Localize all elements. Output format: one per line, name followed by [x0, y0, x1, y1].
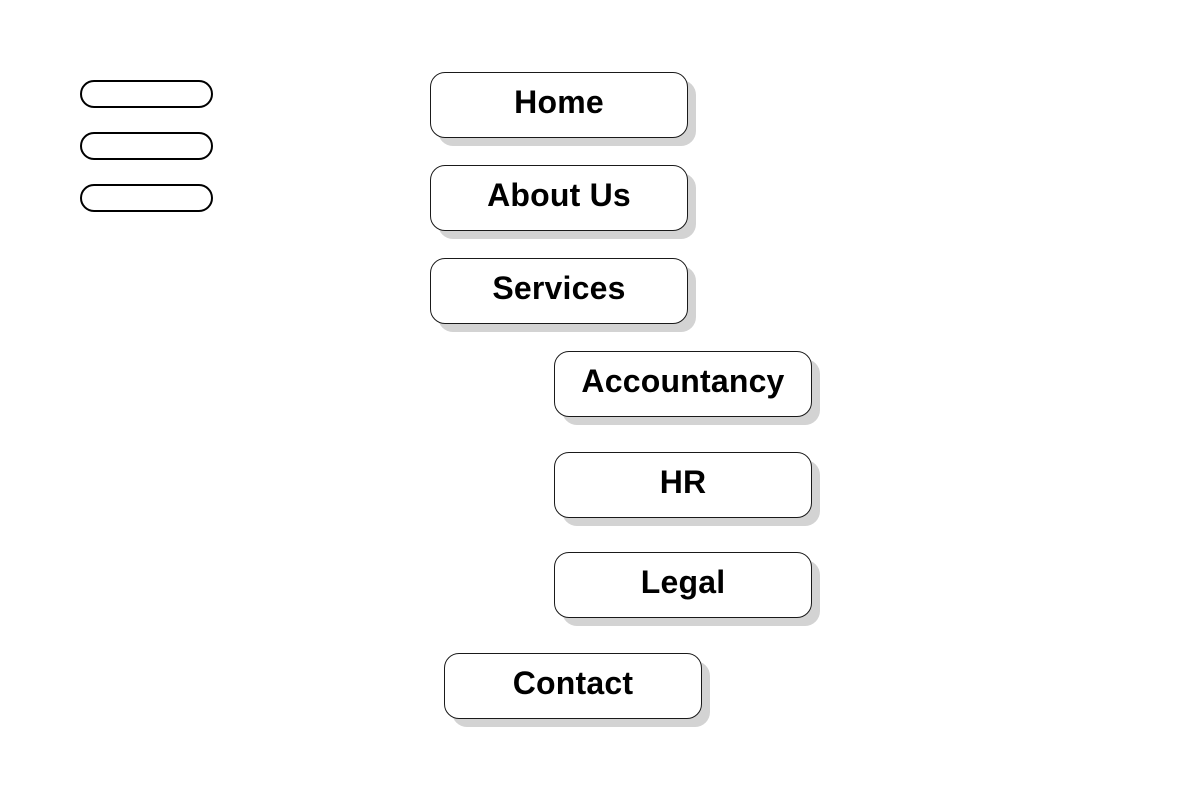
nav-label-services: Services	[492, 269, 626, 306]
hamburger-bar-bottom	[80, 184, 213, 212]
nav-label-contact: Contact	[512, 664, 634, 701]
nav-label-home: Home	[514, 83, 604, 120]
hamburger-bar-middle	[80, 132, 213, 160]
nav-button-contact[interactable]: Contact	[444, 653, 702, 719]
submenu-label-hr: HR	[659, 463, 707, 500]
hamburger-menu-icon[interactable]	[80, 80, 214, 214]
submenu-label-legal: Legal	[640, 563, 726, 600]
nav-button-about-us[interactable]: About Us	[430, 165, 688, 231]
nav-label-about-us: About Us	[487, 176, 631, 213]
hamburger-bar-top	[80, 80, 213, 108]
submenu-button-accountancy[interactable]: Accountancy	[554, 351, 812, 417]
submenu-button-hr[interactable]: HR	[554, 452, 812, 518]
submenu-label-accountancy: Accountancy	[581, 362, 785, 399]
nav-button-home[interactable]: Home	[430, 72, 688, 138]
submenu-button-legal[interactable]: Legal	[554, 552, 812, 618]
nav-button-services[interactable]: Services	[430, 258, 688, 324]
